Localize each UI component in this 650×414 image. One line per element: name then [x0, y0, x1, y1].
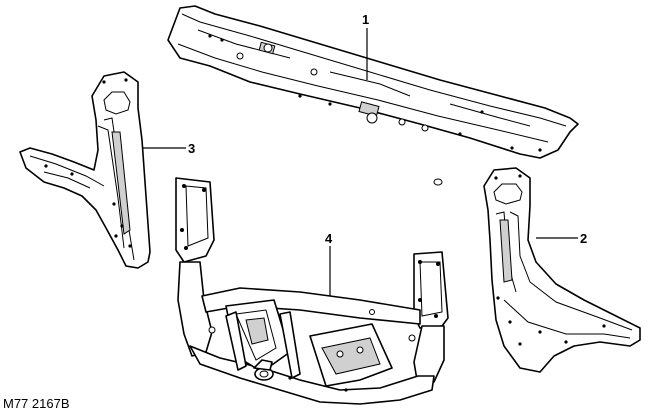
small-clip: [433, 178, 443, 186]
callout-1: 1: [362, 12, 369, 27]
part-2-right-side-panel: [483, 167, 641, 373]
callout-2: 2: [580, 231, 587, 246]
part-1-upper-crossmember: [167, 5, 579, 159]
callout-3: 3: [188, 141, 195, 156]
callout-4: 4: [325, 231, 333, 246]
part-4-lower-frame: [175, 177, 449, 405]
figure-reference-code: M77 2167B: [3, 396, 70, 411]
part-3-left-side-panel: [19, 71, 151, 269]
